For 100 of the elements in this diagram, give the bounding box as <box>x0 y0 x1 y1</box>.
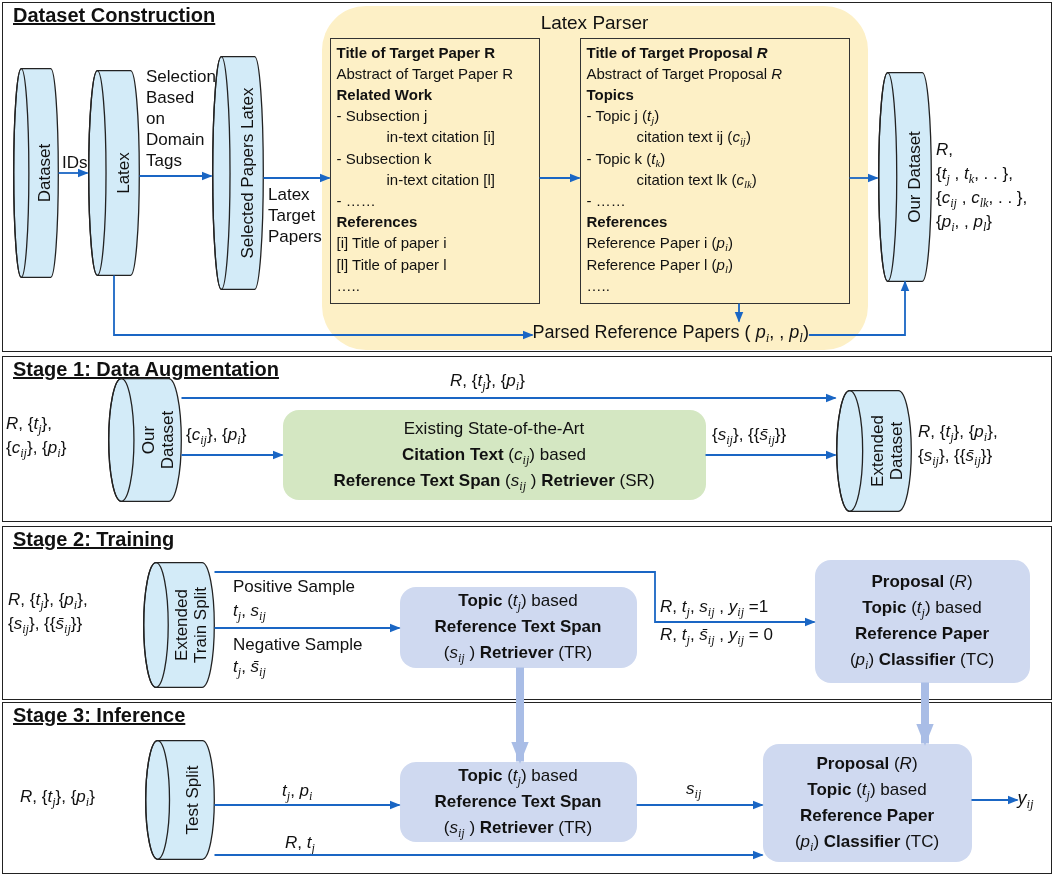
sample-label: t$_{j}$, s$_{ij}$ <box>233 600 266 621</box>
database-cylinder <box>835 389 912 512</box>
arrow <box>57 168 89 178</box>
edge-label: {c$_{ij}$}, {p$_{i}$} <box>186 424 248 445</box>
document-line: - …… <box>336 190 376 211</box>
data-set-label: {p$_{i}$, , p$_{l}$} <box>936 211 994 234</box>
cylinder-label: Test Split <box>182 764 202 837</box>
arrow <box>213 800 401 810</box>
document-line: Reference Paper i (p$_{i}$) <box>586 233 733 254</box>
model-text: (s$_{ij}$ ) Retriever (TR) <box>443 642 593 666</box>
region-title: Latex Parser <box>539 11 650 34</box>
data-set-label: R, {t$_{j}$}, {p$_{i}$}, <box>918 421 999 444</box>
document-line: - …… <box>586 190 626 211</box>
arrow <box>180 450 284 460</box>
data-set-label: {s$_{ij}$}, {{s̄$_{ij}$}} <box>8 613 84 636</box>
section-title: References <box>586 212 668 233</box>
database-cylinder <box>87 69 140 276</box>
section-heading: Dataset Construction <box>13 4 216 27</box>
model-text: (p$_{i}$) Classifier (TC) <box>849 649 995 673</box>
model-text: Topic (t$_{j}$) based <box>862 597 982 621</box>
document-line: [l] Title of paper l <box>336 254 447 275</box>
sample-label: R, t$_{j}$, s$_{ij}$ , y$_{ij}$ =1 <box>660 596 769 617</box>
model-text: Citation Text (c$_{ij}$) based <box>401 443 587 468</box>
data-set-label: {c$_{ij}$ , c$_{lk}$, . . }, <box>936 187 1029 210</box>
model-text: Topic (t$_{j}$) based <box>458 590 578 614</box>
arrow <box>213 850 764 860</box>
sample-label: R, t$_{j}$, s̄$_{ij}$ , y$_{ij}$ = 0 <box>660 624 773 645</box>
section-title: Title of Target Paper R <box>336 42 496 63</box>
thick-arrow <box>916 682 934 746</box>
document-line: citation text ij (c$_{ij}$) <box>635 127 751 148</box>
cylinder-label: Our Dataset <box>138 409 177 471</box>
edge-label: IDs <box>62 152 89 173</box>
model-text: Topic (t$_{j}$) based <box>458 764 578 789</box>
data-set-label: {s$_{ij}$}, {{s̄$_{ij}$}} <box>918 445 994 468</box>
data-set-label: R, {t$_{j}$}, <box>6 413 53 436</box>
parser-region <box>321 5 868 350</box>
data-label: Parsed Reference Papers ( p$_{i}$, , p$_{l}$) <box>532 321 809 343</box>
document-line: - Subsection j <box>336 106 428 127</box>
sample-label: Positive Sample <box>233 576 355 597</box>
arrow <box>180 393 837 403</box>
model-box <box>762 743 972 862</box>
data-set-label: R, {t$_{j}$}, {p$_{i}$}, <box>8 589 89 612</box>
model-box <box>282 409 706 500</box>
data-set-label: {c$_{ij}$}, {p$_{i}$} <box>6 437 68 460</box>
section-heading: Stage 2: Training <box>13 528 175 551</box>
cylinder-label: Extended Train Split <box>172 585 211 665</box>
document-line: in-text citation [l] <box>385 169 495 190</box>
section-heading: Stage 1: Data Augmentation <box>13 358 279 381</box>
database-cylinder <box>142 561 215 688</box>
cylinder-label: Our Dataset <box>904 129 924 225</box>
stage-panel <box>2 526 1052 700</box>
model-box <box>814 559 1030 683</box>
model-text: Topic (t$_{j}$) based <box>807 778 927 803</box>
section-title: Title of Target Proposal R <box>586 42 768 63</box>
thick-arrow <box>511 667 529 764</box>
data-set-label: R, <box>936 139 954 161</box>
model-text: Reference Paper <box>854 623 990 645</box>
arrow <box>538 173 581 183</box>
document-line: citation text lk (c$_{lk}$) <box>635 169 757 190</box>
cylinder-label: Selected Papers Latex <box>237 85 257 261</box>
model-text: Reference Paper <box>799 804 935 827</box>
data-set-label: R, {t$_{j}$}, {p$_{i}$} <box>20 786 96 809</box>
arrow <box>635 800 764 810</box>
sample-label: Negative Sample <box>233 634 363 655</box>
stage-panel <box>2 702 1052 874</box>
edge-label: Latex Target Papers <box>268 184 323 247</box>
document-line: - Subsection k <box>336 148 432 169</box>
document-line: - Topic k (t$_{k}$) <box>586 148 666 169</box>
arrow <box>808 280 910 336</box>
document-line: ….. <box>336 275 360 296</box>
section-heading: Stage 3: Inference <box>13 704 186 727</box>
document-box <box>579 37 850 304</box>
arrow <box>704 450 837 460</box>
document-line: - Topic j (t$_{j}$) <box>586 106 660 127</box>
arrow <box>138 171 213 181</box>
stage-panel <box>2 2 1052 352</box>
cylinder-label: Extended Dataset <box>868 413 907 489</box>
arrow <box>113 274 534 340</box>
arrow <box>848 173 879 183</box>
document-line: in-text citation [i] <box>385 127 495 148</box>
database-cylinder <box>12 67 59 278</box>
model-text: Proposal (R) <box>816 752 918 775</box>
model-text: Reference Text Span <box>434 616 602 638</box>
document-line: Abstract of Target Paper R <box>336 63 513 84</box>
section-title: Related Work <box>336 84 433 105</box>
database-cylinder <box>144 739 215 860</box>
model-text: (s$_{ij}$ ) Retriever (TR) <box>443 816 593 841</box>
section-title: Topics <box>586 84 634 105</box>
edge-label: t$_{j}$, p$_{i}$ <box>282 780 314 801</box>
arrow <box>213 571 816 627</box>
edge-label: {s$_{ij}$}, {{s̄$_{ij}$}} <box>712 424 788 445</box>
model-text: (p$_{i}$) Classifier (TC) <box>794 830 940 855</box>
cylinder-label: Latex <box>113 150 133 196</box>
edge-label: s$_{ij}$ <box>686 778 703 799</box>
arrow <box>734 302 744 323</box>
document-line: [i] Title of paper i <box>336 233 447 254</box>
stage-panel <box>2 356 1052 522</box>
cylinder-label: Dataset <box>34 142 54 204</box>
model-box <box>399 761 637 842</box>
arrow <box>262 173 331 183</box>
